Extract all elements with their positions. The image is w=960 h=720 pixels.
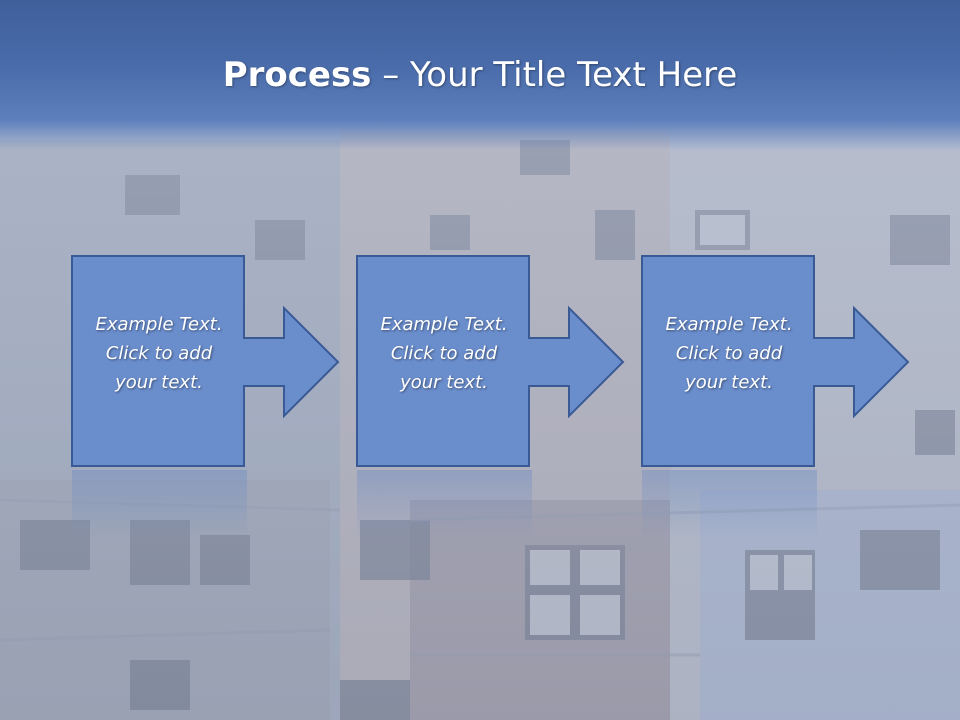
process-arrow-2[interactable]: Example Text. Click to add your text. [356,255,627,468]
slide-title[interactable]: Process – Your Title Text Here [0,52,960,98]
arrow-reflection [357,470,532,540]
title-bar [0,0,960,150]
arrow-shape [356,255,625,467]
step-line-1: Example Text. [665,314,793,335]
step-line-2: Click to add [105,343,213,364]
step-line-3: your text. [400,372,488,393]
process-arrow-1[interactable]: Example Text. Click to add your text. [71,255,342,468]
process-arrow-3[interactable]: Example Text. Click to add your text. [641,255,912,468]
step-line-1: Example Text. [95,314,223,335]
arrow-text: Example Text. Click to add your text. [359,310,529,397]
title-rest: – Your Title Text Here [371,55,738,95]
step-line-1: Example Text. [380,314,508,335]
title-bold: Process [222,55,372,95]
arrow-text: Example Text. Click to add your text. [644,310,814,397]
arrow-reflection [72,470,247,540]
arrow-reflection [642,470,817,540]
step-line-3: your text. [115,372,203,393]
step-line-2: Click to add [675,343,783,364]
step-line-2: Click to add [390,343,498,364]
arrow-shape [641,255,910,467]
step-line-3: your text. [685,372,773,393]
arrow-text: Example Text. Click to add your text. [74,310,244,397]
arrow-shape [71,255,340,467]
